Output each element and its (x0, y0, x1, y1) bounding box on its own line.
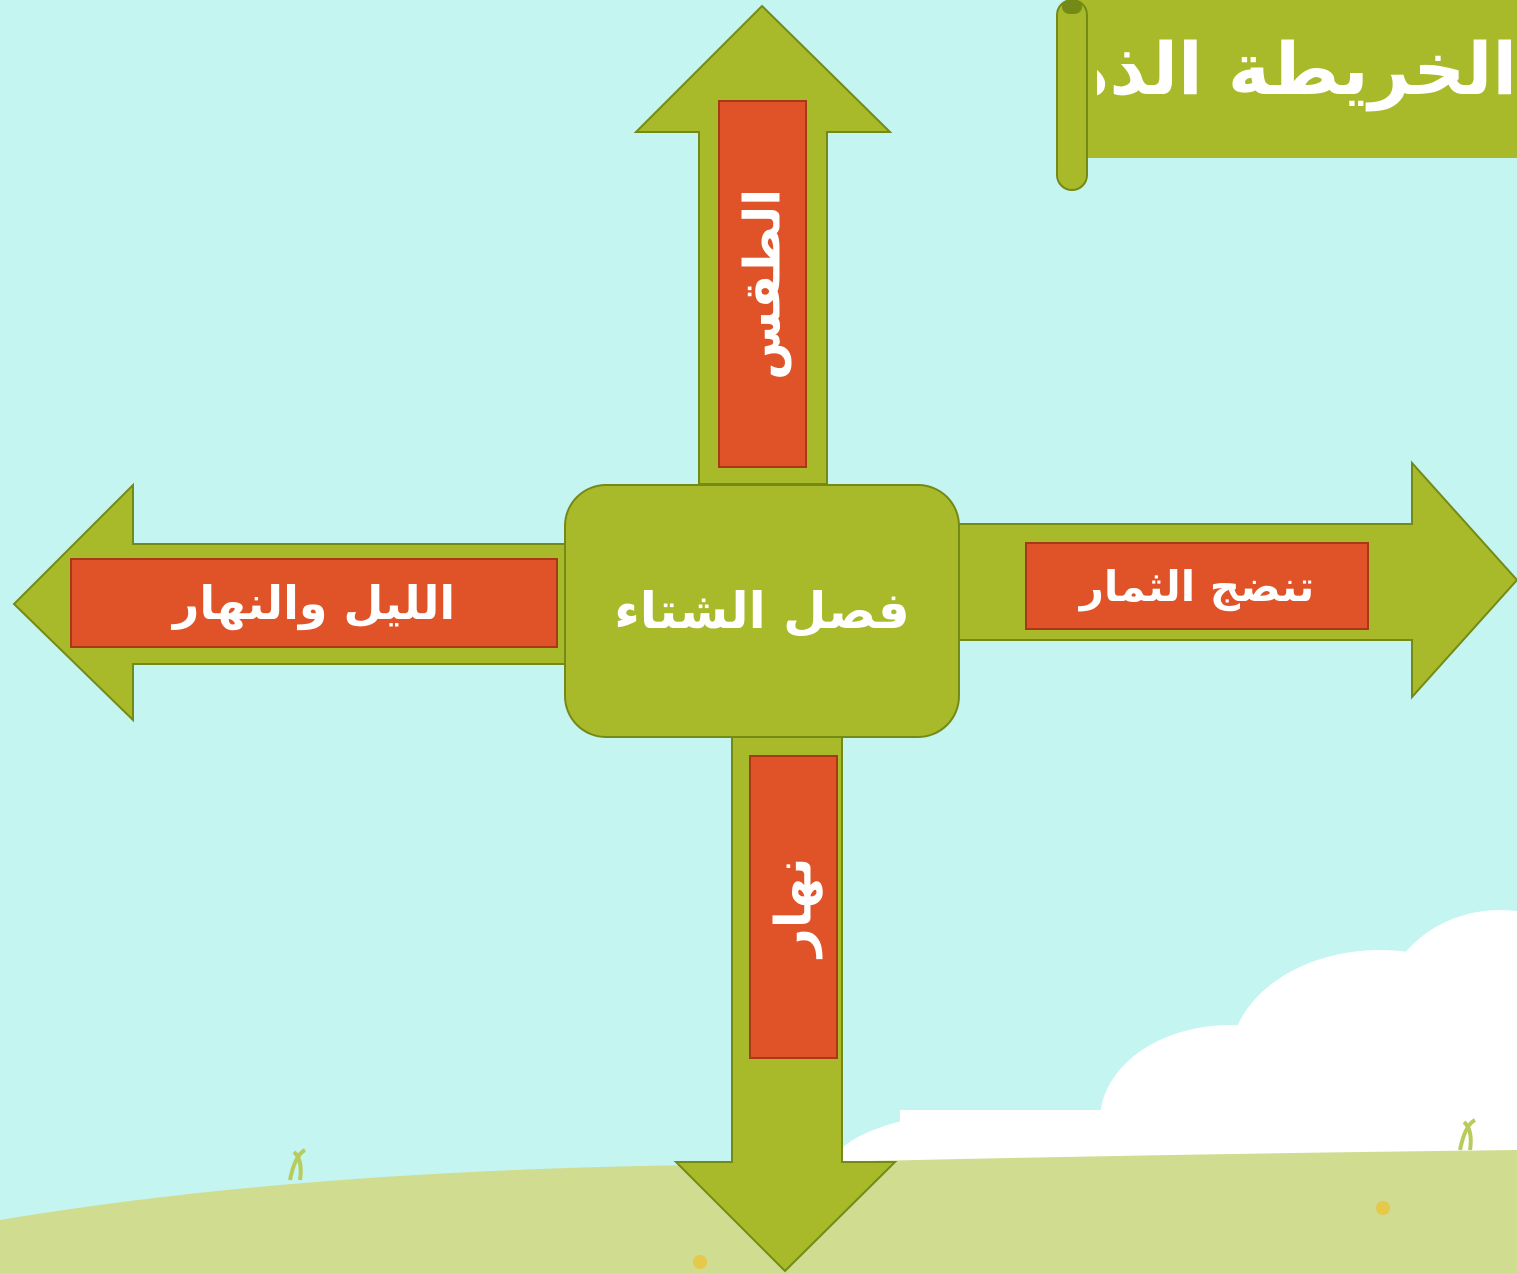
title-banner (1056, 0, 1517, 191)
branch-label-up: الطقس (718, 100, 807, 468)
branch-label-left: الليل والنهار (70, 558, 558, 648)
center-node: فصل الشتاء (564, 484, 960, 738)
grass-decoration (288, 1118, 1477, 1181)
branch-label-right: تنضج الثمار (1025, 542, 1369, 630)
branch-label-down: نهار (749, 755, 838, 1059)
flower-decoration (693, 1201, 1390, 1269)
map-title: الخريطة الذهنية (1097, 27, 1517, 111)
